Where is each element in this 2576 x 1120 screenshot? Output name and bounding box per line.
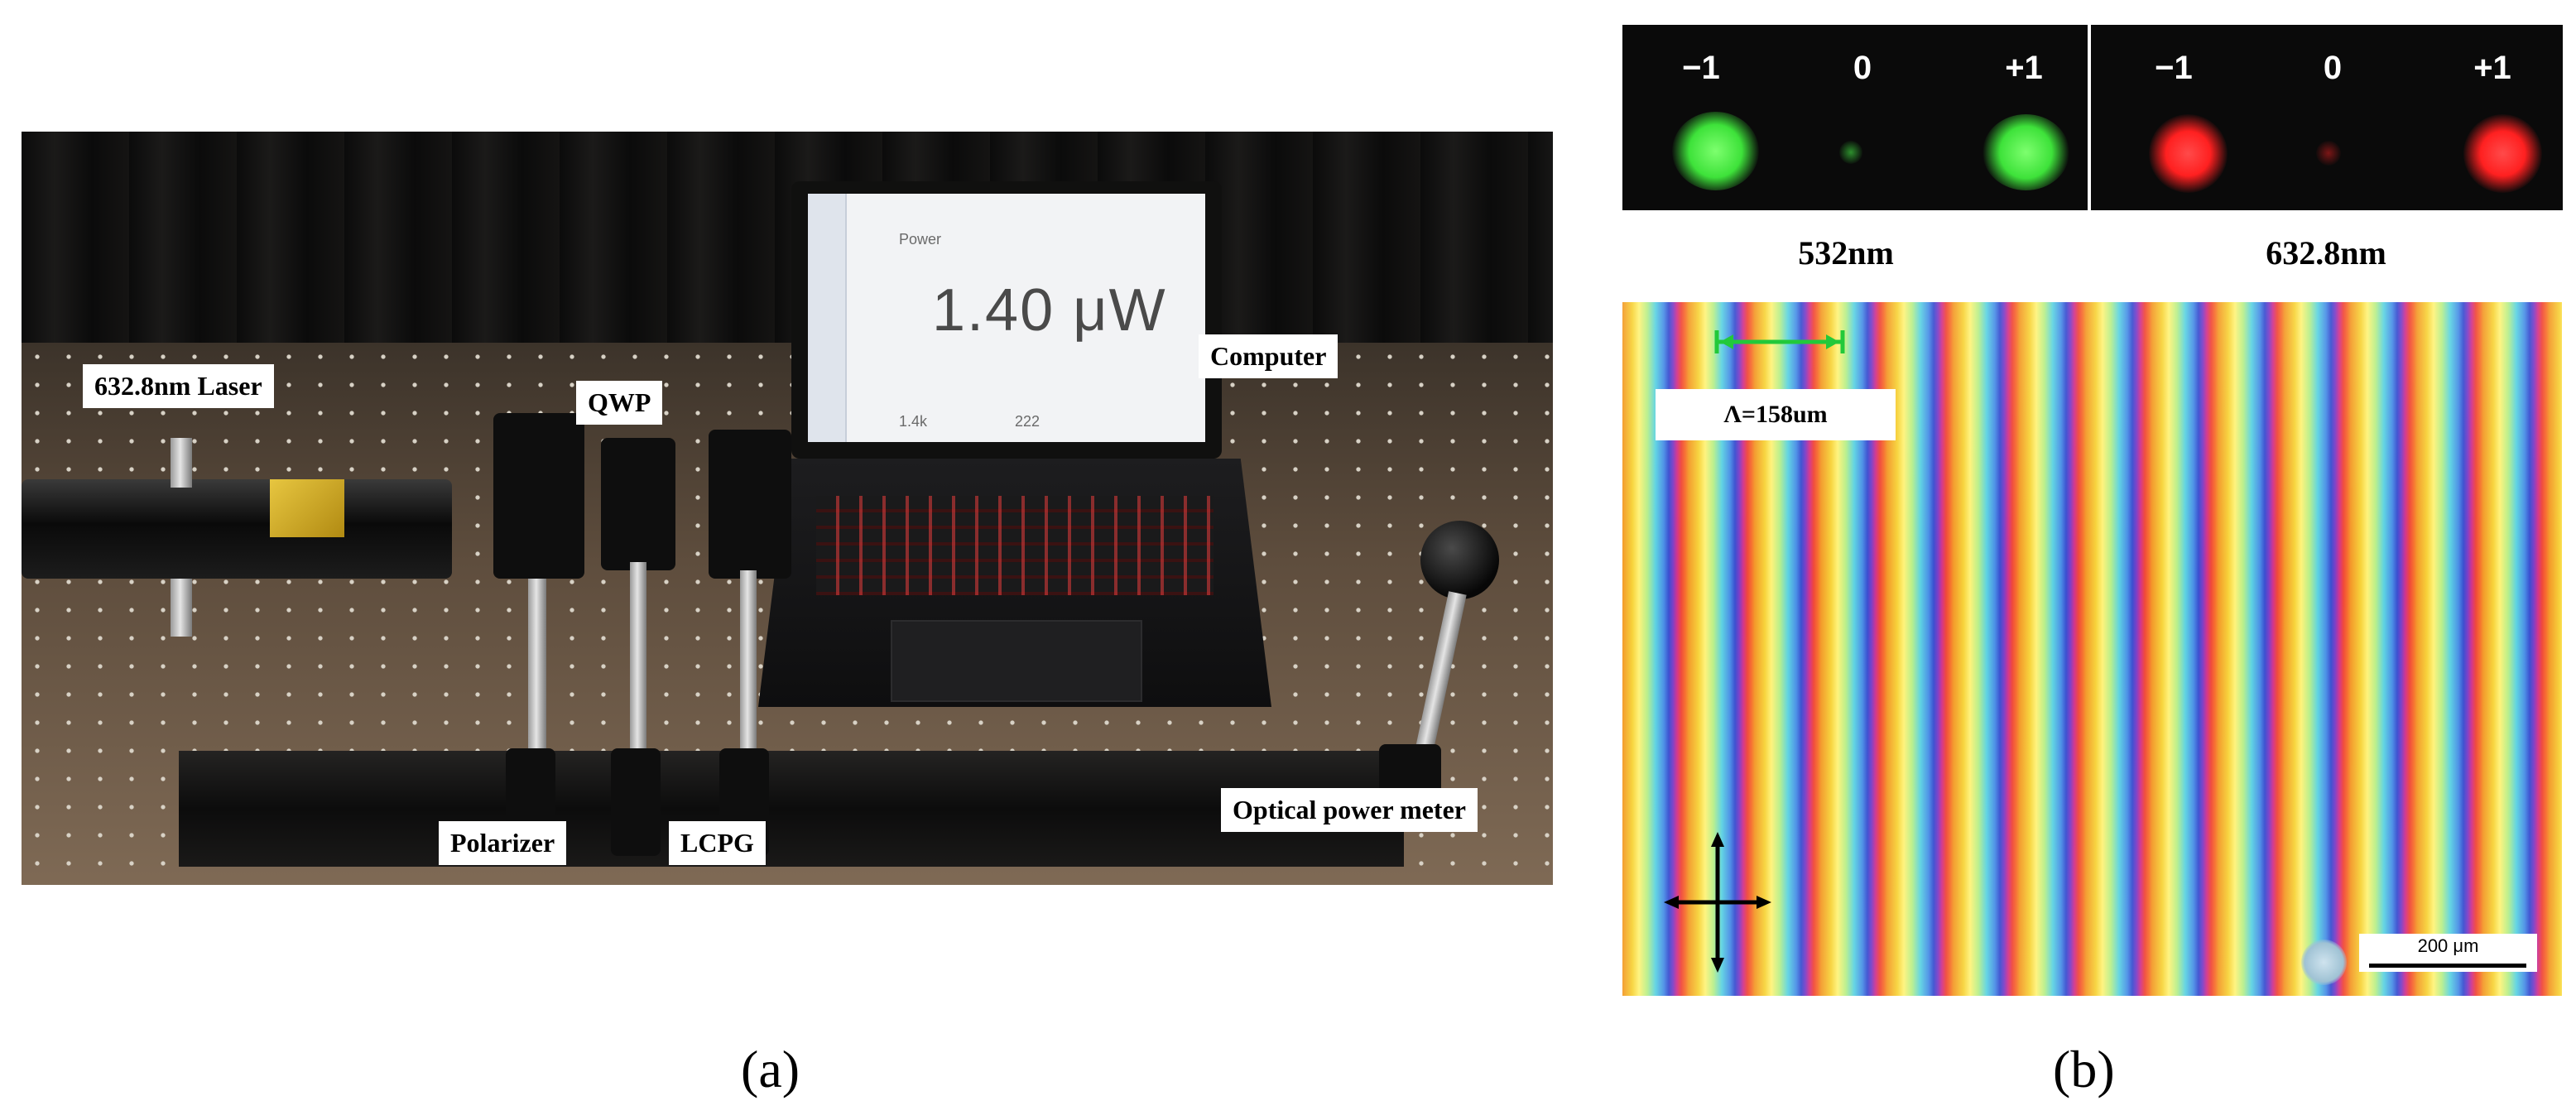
order-plus-1: +1 [2005,50,2043,86]
scale-bar [2369,964,2526,968]
screen-app-title: Power [899,231,942,248]
order-minus-1: −1 [2155,50,2193,86]
screen-small-right: 222 [1015,413,1040,430]
red-diffraction-image: −1 0 +1 [2091,25,2563,210]
laptop-keyboard [816,496,1214,595]
laptop-display [808,194,1205,442]
qwp-base [611,748,661,856]
panel-caption-a: (a) [741,1040,800,1098]
laptop-sidebar [808,194,847,442]
label-computer: Computer [1199,334,1338,378]
polarizer-post [528,579,546,752]
order-0: 0 [2323,50,2343,86]
laptop-touchpad [891,620,1142,702]
label-optical-power-meter: Optical power meter [1221,788,1478,832]
scale-bar-label: 200 μm [2417,935,2479,956]
lcpg-holder [709,430,791,579]
qwp-holder [601,438,675,570]
laser-mount-post [171,579,192,637]
screen-small-left: 1.4k [899,413,928,430]
label-laser: 632.8nm Laser [83,364,274,408]
laser-head [22,479,452,579]
screen-power-reading: 1.40 μW [932,277,1167,344]
optical-rail [179,751,1404,867]
label-qwp: QWP [576,381,663,425]
caption-632-8nm: 632.8nm [2266,234,2386,272]
polarizer-holder [493,413,584,579]
power-meter-head [1420,521,1499,599]
lcpg-post [740,570,757,752]
period-label: Λ=158um [1723,401,1828,428]
order-minus-1: −1 [1682,50,1720,86]
order-plus-1: +1 [2473,50,2511,86]
debris-spot [2301,940,2347,985]
label-lcpg: LCPG [669,821,766,865]
green-spot-0 [1839,141,1862,164]
red-spot-plus-1 [2463,114,2542,193]
period-label-box [1656,389,1896,440]
green-diffraction-image: −1 0 +1 [1622,25,2088,210]
caption-532nm: 532nm [1798,234,1894,272]
crossed-polarizers-icon [1664,832,1771,973]
laser-mount-post [171,438,192,488]
label-polarizer: Polarizer [439,821,567,865]
setup-photo: Power 1.40 μW 1.4k 222 [22,132,1553,885]
red-spot-minus-1 [2149,114,2228,193]
laser-warning-sticker [270,479,344,537]
dark-curtain [22,132,1553,363]
period-arrow-icon [1714,330,1845,353]
green-spot-plus-1 [1982,114,2069,190]
green-spot-minus-1 [1672,112,1759,190]
order-0: 0 [1853,50,1872,86]
red-spot-0 [2316,141,2341,166]
qwp-post [630,562,646,752]
panel-caption-b: (b) [2053,1040,2115,1098]
